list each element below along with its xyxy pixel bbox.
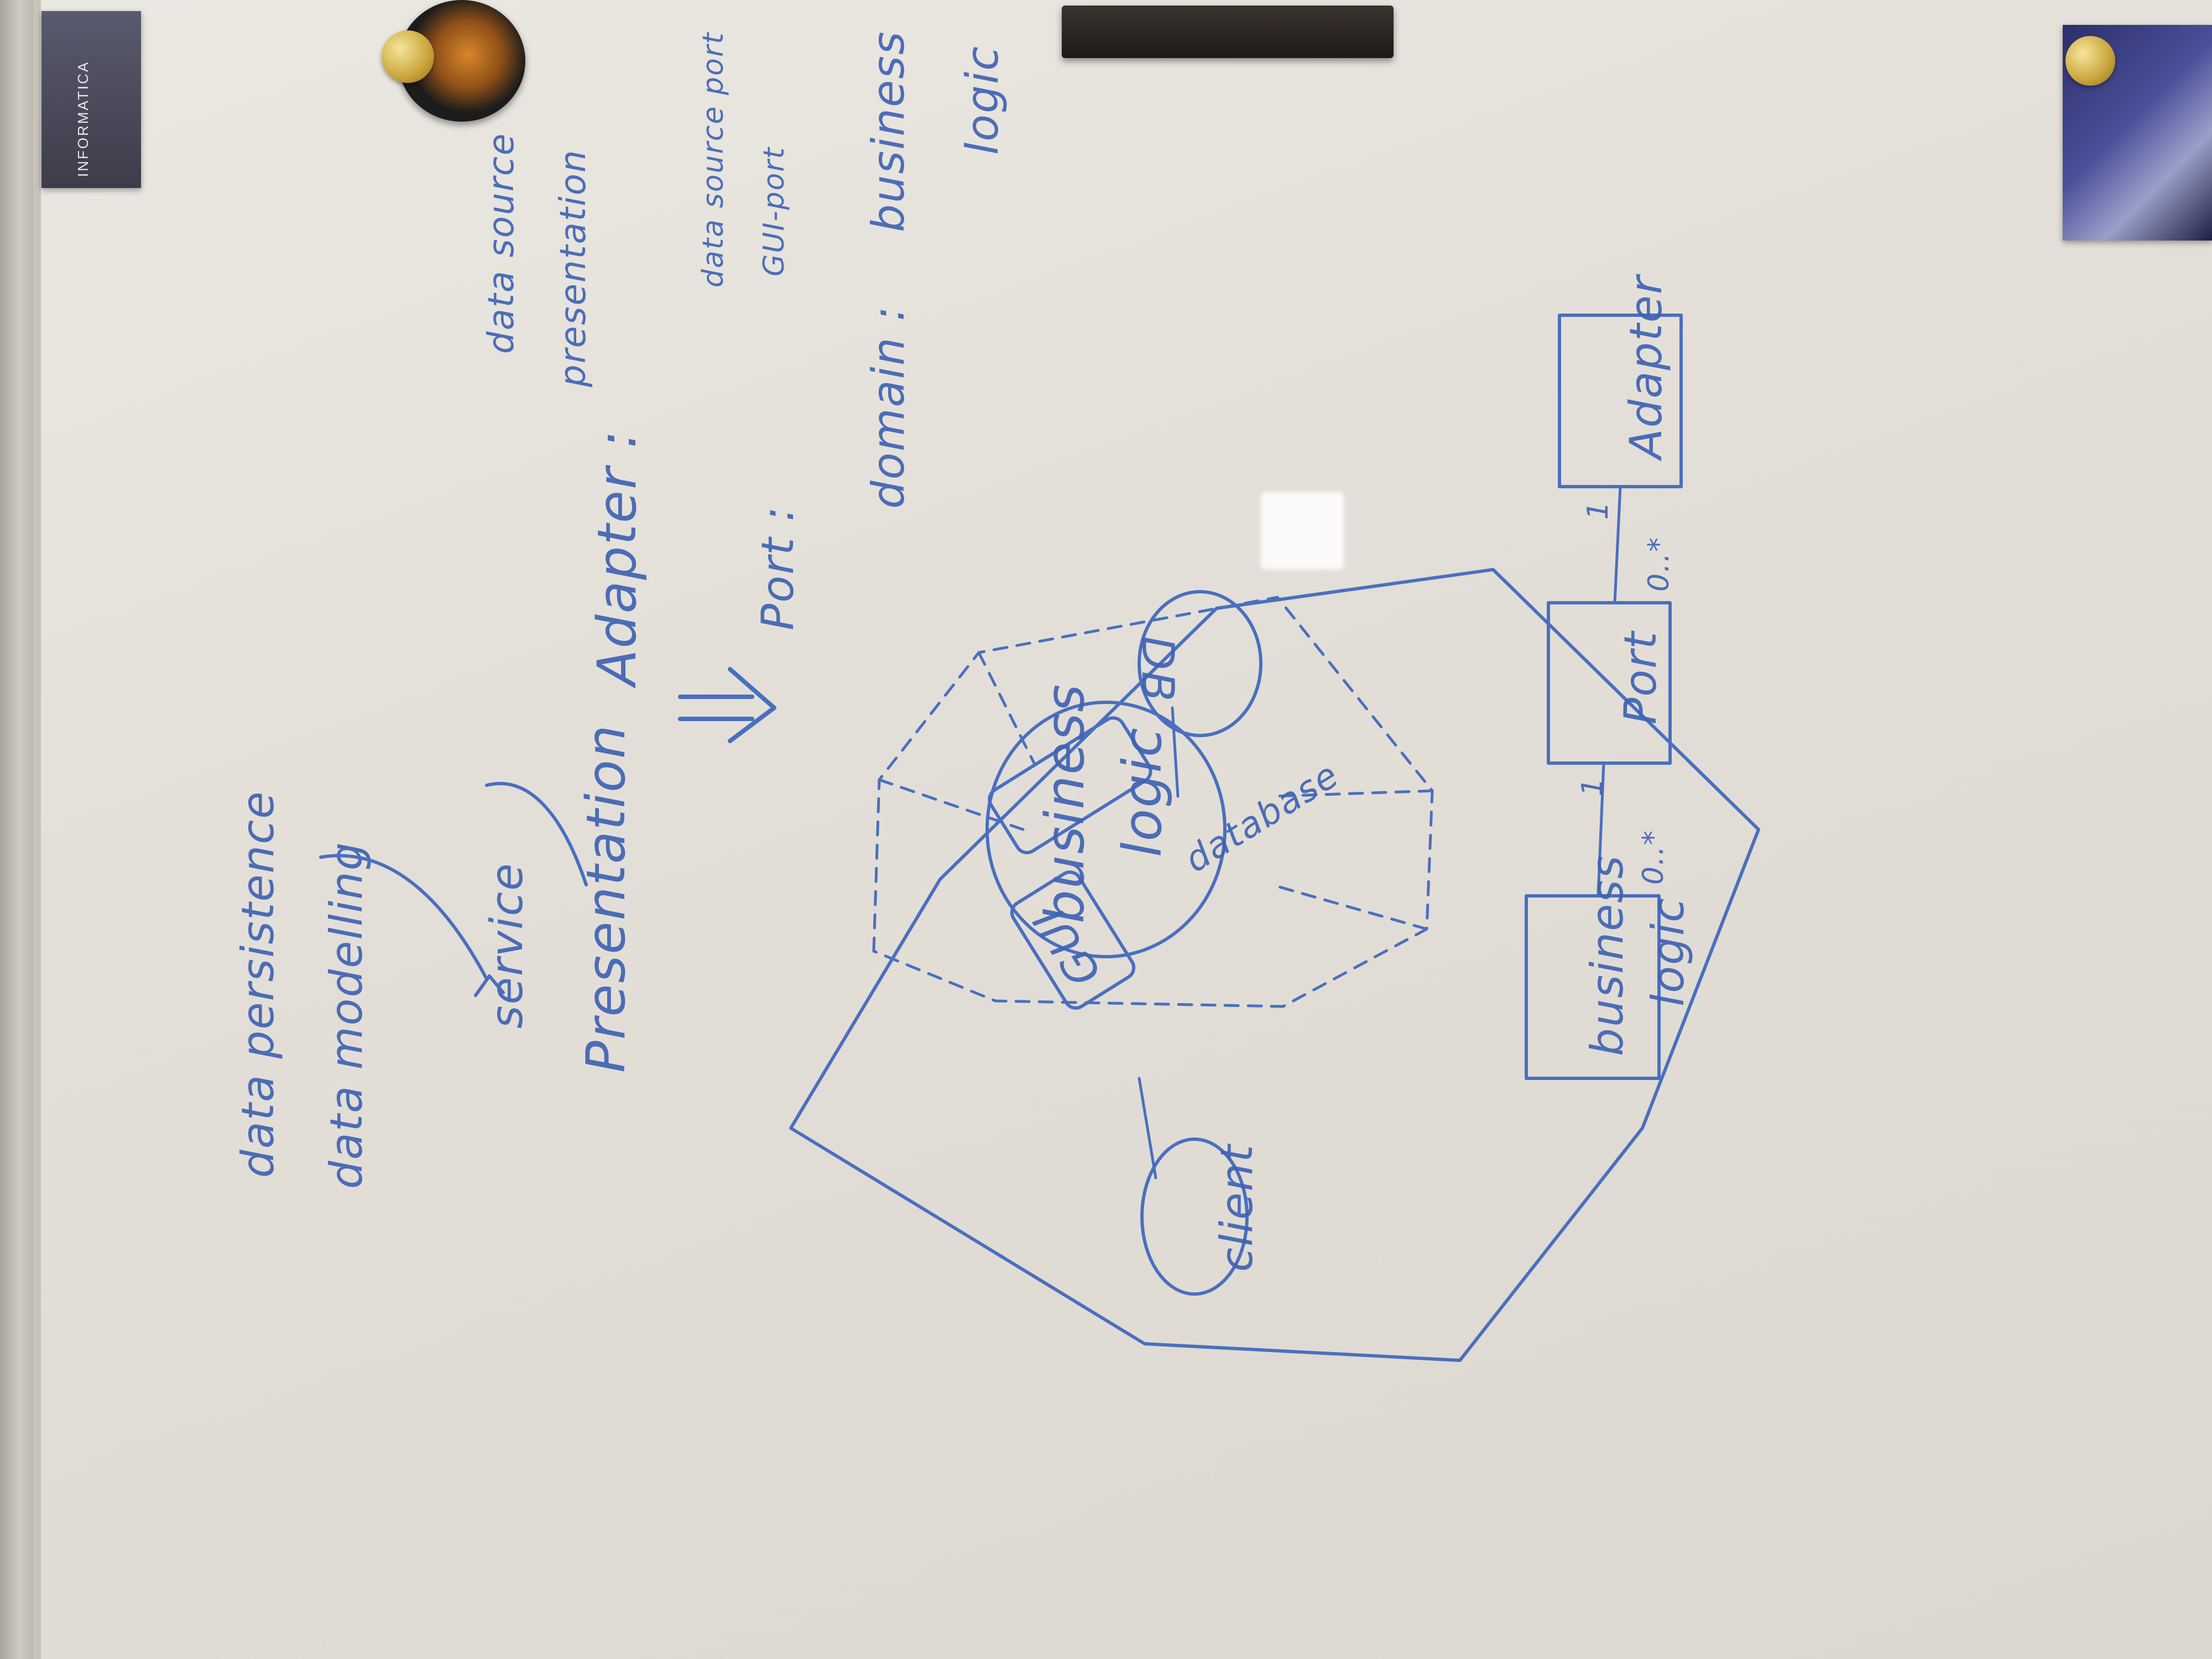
client-adapter [1140, 1138, 1249, 1296]
core-text-logic: logic [1112, 727, 1173, 857]
uml-port-label: Port [1615, 630, 1666, 724]
outer-hexagon [789, 568, 1760, 1362]
uml-business-label: business [1582, 854, 1633, 1056]
business-logic-core [985, 701, 1227, 958]
uml-business-logic-box [1525, 894, 1661, 1080]
double-down-arrow [678, 667, 776, 743]
uml-adapter-label: Adapter [1620, 275, 1672, 459]
glare-spot [1261, 492, 1344, 570]
arrow-service-to-presentation [485, 781, 588, 886]
uml-assoc-1 [1597, 761, 1605, 898]
core-text-business: business [1034, 683, 1096, 924]
uml-assoc-2 [1613, 485, 1622, 604]
database-port-box [988, 716, 1152, 854]
arrow-modelling-to-service [319, 854, 488, 980]
uml-logic-label: logic [1642, 896, 1694, 1006]
whiteboard-frame-rail [33, 0, 41, 1659]
client-label: client [1211, 1144, 1262, 1272]
db-label: DB [1132, 636, 1183, 703]
magnetic-eraser-bar [1062, 6, 1394, 58]
pin-magnet-left [382, 30, 434, 83]
uml-mult-adapter-side: 1 [1582, 500, 1615, 520]
uml-port-box [1547, 601, 1672, 765]
gui-port-box [1010, 870, 1136, 1010]
uml-mult-port-side-2: 0..* [1642, 536, 1676, 592]
uml-mult-port-side-1: 1 [1576, 776, 1609, 796]
db-adapter [1138, 590, 1262, 737]
informatica-sticker: INFORMATICA [41, 11, 141, 188]
uml-mult-business-side: 0..* [1637, 829, 1670, 885]
pin-magnet-right [2065, 36, 2115, 86]
whiteboard-frame-left [0, 0, 33, 1659]
